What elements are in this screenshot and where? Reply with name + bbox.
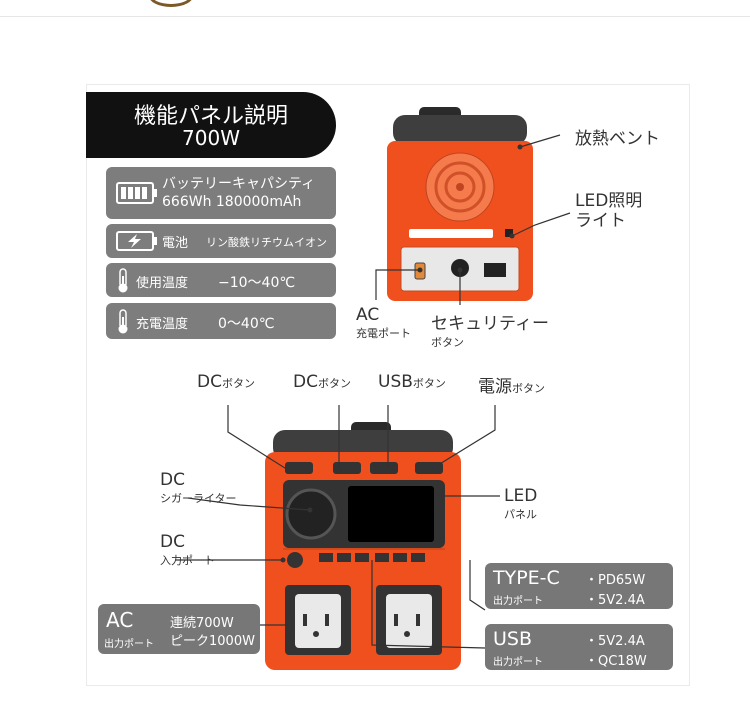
spec-use-temp: 使用温度 −10〜40℃ — [106, 263, 336, 297]
battery-line1: バッテリーキャパシティ — [162, 176, 316, 192]
led-panel-label: LED パネル — [504, 486, 537, 522]
dc-button1-big: DC — [197, 372, 222, 392]
usb-output-big: USB — [493, 628, 533, 650]
dc-button1-small: ボタン — [221, 377, 255, 390]
cigarette-small: シガーライター — [160, 492, 237, 505]
ac-charge-label: AC 充電ポート — [356, 305, 411, 341]
device-front-view — [265, 422, 461, 670]
typec-output-v1: ・PD65W — [585, 573, 646, 588]
use-temp-value: −10〜40℃ — [218, 275, 296, 291]
dc-button2-small: ボタン — [317, 377, 351, 390]
battery-charge-icon — [116, 231, 157, 251]
power-button-big: 電源 — [478, 377, 512, 397]
dc-input-big: DC — [160, 532, 185, 552]
power-button-small: ボタン — [512, 382, 545, 395]
ac-output-small: 出力ポート — [104, 639, 154, 650]
typec-output-big: TYPE-C — [493, 567, 560, 589]
security-label: セキュリティー ボタン — [431, 309, 549, 350]
title-line2: 700W — [182, 126, 240, 150]
ac-output-line1: 連続700W — [170, 616, 234, 631]
cell-value: リン酸鉄リチウムイオン — [206, 236, 327, 249]
ac-charge-big: AC — [356, 305, 380, 325]
security-small: ボタン — [431, 336, 464, 349]
cigarette-label: DC シガーライター — [160, 470, 237, 506]
top-bar — [0, 0, 750, 17]
title-line1: 機能パネル説明 — [133, 104, 288, 129]
led-panel-small: パネル — [504, 508, 537, 521]
vent-label: 放熱ベント — [575, 129, 660, 149]
device-back-view — [387, 107, 533, 301]
thermometer-icon — [118, 309, 128, 334]
usb-button-label: USBボタン — [378, 372, 446, 392]
led-panel-big: LED — [504, 486, 538, 506]
spec-battery: バッテリーキャパシティ 666Wh 180000mAh — [106, 167, 336, 219]
thermometer-icon — [118, 268, 128, 293]
dc-button2-label: DCボタン — [293, 372, 351, 392]
ac-charge-small: 充電ポート — [356, 327, 411, 340]
usb-output-box: USB 出力ポート ・5V2.4A ・QC18W — [485, 624, 673, 670]
cell-label: 電池 — [162, 236, 189, 251]
power-button-label: 電源ボタン — [478, 372, 545, 397]
dc-input-label: DC 入力ポート — [160, 532, 215, 568]
typec-output-box: TYPE-C 出力ポート ・PD65W ・5V2.4A — [485, 563, 673, 609]
spec-cell: 電池 リン酸鉄リチウムイオン — [106, 224, 336, 258]
battery-icon — [116, 182, 157, 204]
usb-output-v2: ・QC18W — [585, 654, 647, 669]
ac-output-big: AC — [106, 608, 134, 632]
led-light-label-2: ライト — [575, 211, 626, 231]
title-banner: 機能パネル説明 700W — [86, 92, 336, 158]
cigarette-big: DC — [160, 470, 185, 490]
usb-button-big: USB — [378, 372, 413, 392]
dc-button1-label: DCボタン — [197, 372, 255, 392]
ac-output-line2: ピーク1000W — [170, 634, 255, 649]
typec-output-v2: ・5V2.4A — [585, 593, 645, 608]
usb-button-small: ボタン — [412, 377, 446, 390]
dc-input-small: 入力ポート — [160, 554, 215, 567]
charge-temp-value: 0〜40℃ — [218, 316, 275, 332]
usb-output-v1: ・5V2.4A — [585, 634, 645, 649]
dc-button2-big: DC — [293, 372, 318, 392]
security-big: セキュリティー — [431, 314, 549, 334]
charge-temp-label: 充電温度 — [136, 317, 189, 332]
typec-output-small: 出力ポート — [493, 596, 543, 607]
usb-output-small: 出力ポート — [493, 657, 543, 668]
battery-line2: 666Wh 180000mAh — [162, 194, 302, 210]
use-temp-label: 使用温度 — [136, 276, 189, 291]
led-light-label-1: LED照明 — [575, 191, 643, 211]
spec-charge-temp: 充電温度 0〜40℃ — [106, 303, 336, 339]
ac-output-box: AC 出力ポート 連続700W ピーク1000W — [98, 604, 260, 654]
